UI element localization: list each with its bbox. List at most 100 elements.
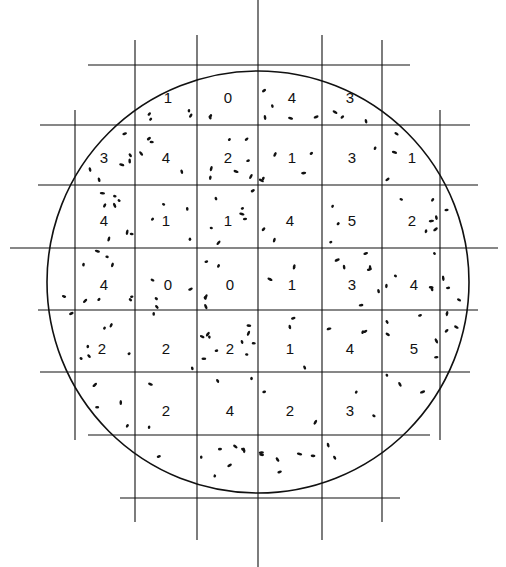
colony-dot <box>232 444 238 449</box>
colony-dot <box>130 295 134 298</box>
colony-dot <box>215 378 219 383</box>
colony-dot <box>218 448 222 451</box>
colony-dot <box>130 232 134 235</box>
cell-count: 3 <box>348 277 356 292</box>
cell-count: 3 <box>348 150 356 165</box>
colony-dot <box>79 357 83 361</box>
colony-dot <box>364 119 368 124</box>
colony-dot <box>334 258 340 263</box>
cell-count: 1 <box>164 90 172 105</box>
colony-dot <box>119 163 125 167</box>
colony-dot <box>418 314 423 318</box>
colony-dot <box>363 329 368 334</box>
colony-dot <box>97 177 101 182</box>
colony-dot <box>105 255 109 258</box>
colony-dot <box>125 424 129 429</box>
colony-dot <box>125 229 129 235</box>
colony-dot <box>180 169 184 174</box>
colony-dot <box>209 166 213 172</box>
colony-dot <box>288 116 294 120</box>
colony-dot <box>128 153 133 158</box>
colony-dot <box>213 474 216 478</box>
cell-count: 4 <box>286 213 294 228</box>
cell-count: 1 <box>288 277 296 292</box>
colony-dot <box>385 332 391 337</box>
colony-dot <box>240 207 244 211</box>
colony-dot <box>385 319 389 324</box>
cell-count: 4 <box>346 341 354 356</box>
colony-dot <box>329 240 333 244</box>
cell-count: 2 <box>226 341 234 356</box>
grid-lines <box>10 65 498 498</box>
colony-dot <box>394 131 399 136</box>
colony-dot <box>128 159 131 164</box>
colony-dot <box>262 390 266 393</box>
grid-line <box>120 497 400 498</box>
colony-dot <box>148 425 151 429</box>
colony-dot <box>204 294 209 300</box>
colony-dot <box>191 366 195 370</box>
cell-count: 2 <box>224 150 232 165</box>
colony-dot <box>112 202 117 208</box>
colony-dot <box>429 220 435 223</box>
colony-dot <box>210 227 213 230</box>
grid-lines <box>75 0 440 567</box>
colony-dot <box>311 454 316 457</box>
colony-dot <box>82 263 85 267</box>
colony-dot <box>87 354 92 359</box>
colony-dot <box>430 287 434 292</box>
cell-count: 1 <box>224 213 232 228</box>
colony-dot <box>113 195 117 198</box>
colony-dot <box>391 150 397 154</box>
colony-dot <box>227 463 233 468</box>
colony-dot <box>244 137 249 142</box>
colony-dot <box>259 453 264 456</box>
colony-dot <box>252 342 256 345</box>
cell-count: 2 <box>162 403 170 418</box>
colony-dot <box>273 152 278 158</box>
colony-dot <box>86 345 89 349</box>
colony-dot <box>432 251 436 255</box>
colony-dot <box>110 262 114 267</box>
colony-dot <box>243 217 248 220</box>
colony-dot <box>434 356 439 359</box>
grid-line <box>134 40 135 522</box>
colony-dot <box>332 110 338 115</box>
cell-count: 5 <box>410 341 418 356</box>
cell-count: 2 <box>408 213 416 228</box>
colony-dot <box>117 199 121 203</box>
grid-line <box>257 0 258 567</box>
colony-dot <box>367 268 373 272</box>
colony-dot <box>246 330 251 336</box>
cell-count: 0 <box>164 277 172 292</box>
colony-dot <box>146 136 151 141</box>
cell-count: 4 <box>226 403 234 418</box>
colony-dot <box>456 298 461 302</box>
grid-line <box>10 247 498 248</box>
cell-count: 4 <box>162 150 170 165</box>
colony-dot <box>336 222 340 226</box>
colony-dot <box>442 275 445 281</box>
colony-dot <box>209 175 212 180</box>
colony-dot <box>246 159 250 162</box>
grid-line <box>40 371 470 372</box>
colony-dot <box>97 297 101 301</box>
grid-line <box>321 35 322 540</box>
colony-dot <box>82 298 88 303</box>
colony-dot <box>156 455 161 459</box>
colony-dot <box>188 113 193 118</box>
colony-dot <box>430 197 434 202</box>
colony-dot <box>271 104 274 108</box>
colony-dot <box>326 442 330 447</box>
colony-dot <box>340 115 345 120</box>
colony-dot <box>246 324 251 327</box>
colony-dot <box>292 264 296 270</box>
colony-dot <box>216 240 221 246</box>
colony-dot <box>227 137 231 141</box>
colony-dot <box>250 377 253 381</box>
colonies <box>62 88 462 478</box>
colony-dot <box>399 198 403 202</box>
colony-dot <box>103 326 107 330</box>
colony-dot <box>119 400 122 405</box>
